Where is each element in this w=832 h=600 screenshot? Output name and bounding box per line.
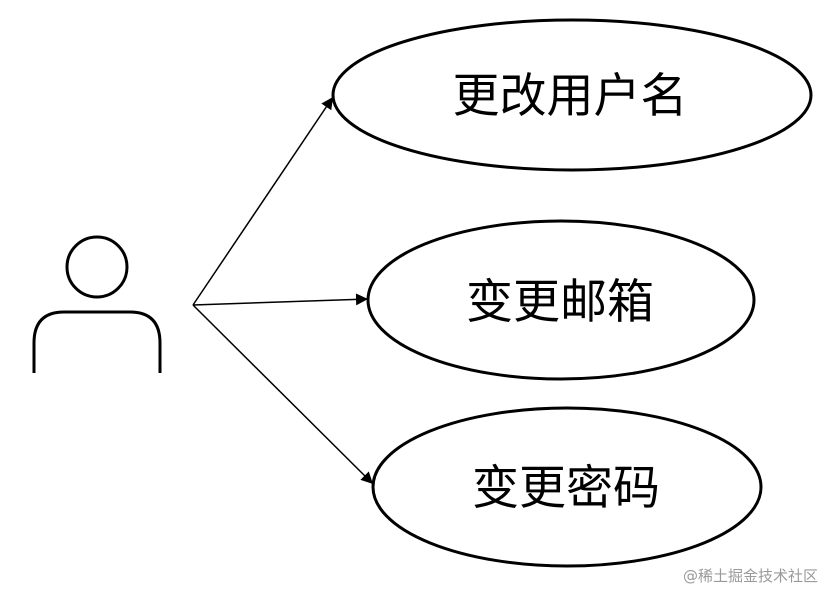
association-arrow-rename-user — [192, 96, 334, 306]
use-case-label: 变更邮箱 — [466, 275, 654, 328]
use-case-change-email: 变更邮箱 — [366, 219, 756, 381]
use-case-label: 变更密码 — [472, 461, 660, 514]
association-arrow-change-password — [192, 304, 374, 485]
watermark-text: @稀土掘金技术社区 — [682, 567, 818, 585]
use-case-label: 更改用户名 — [453, 69, 688, 122]
association-arrow-change-email — [192, 293, 369, 306]
actor-icon — [32, 235, 162, 373]
use-case-change-password: 变更密码 — [371, 406, 763, 568]
use-case-rename-user: 更改用户名 — [331, 18, 813, 172]
